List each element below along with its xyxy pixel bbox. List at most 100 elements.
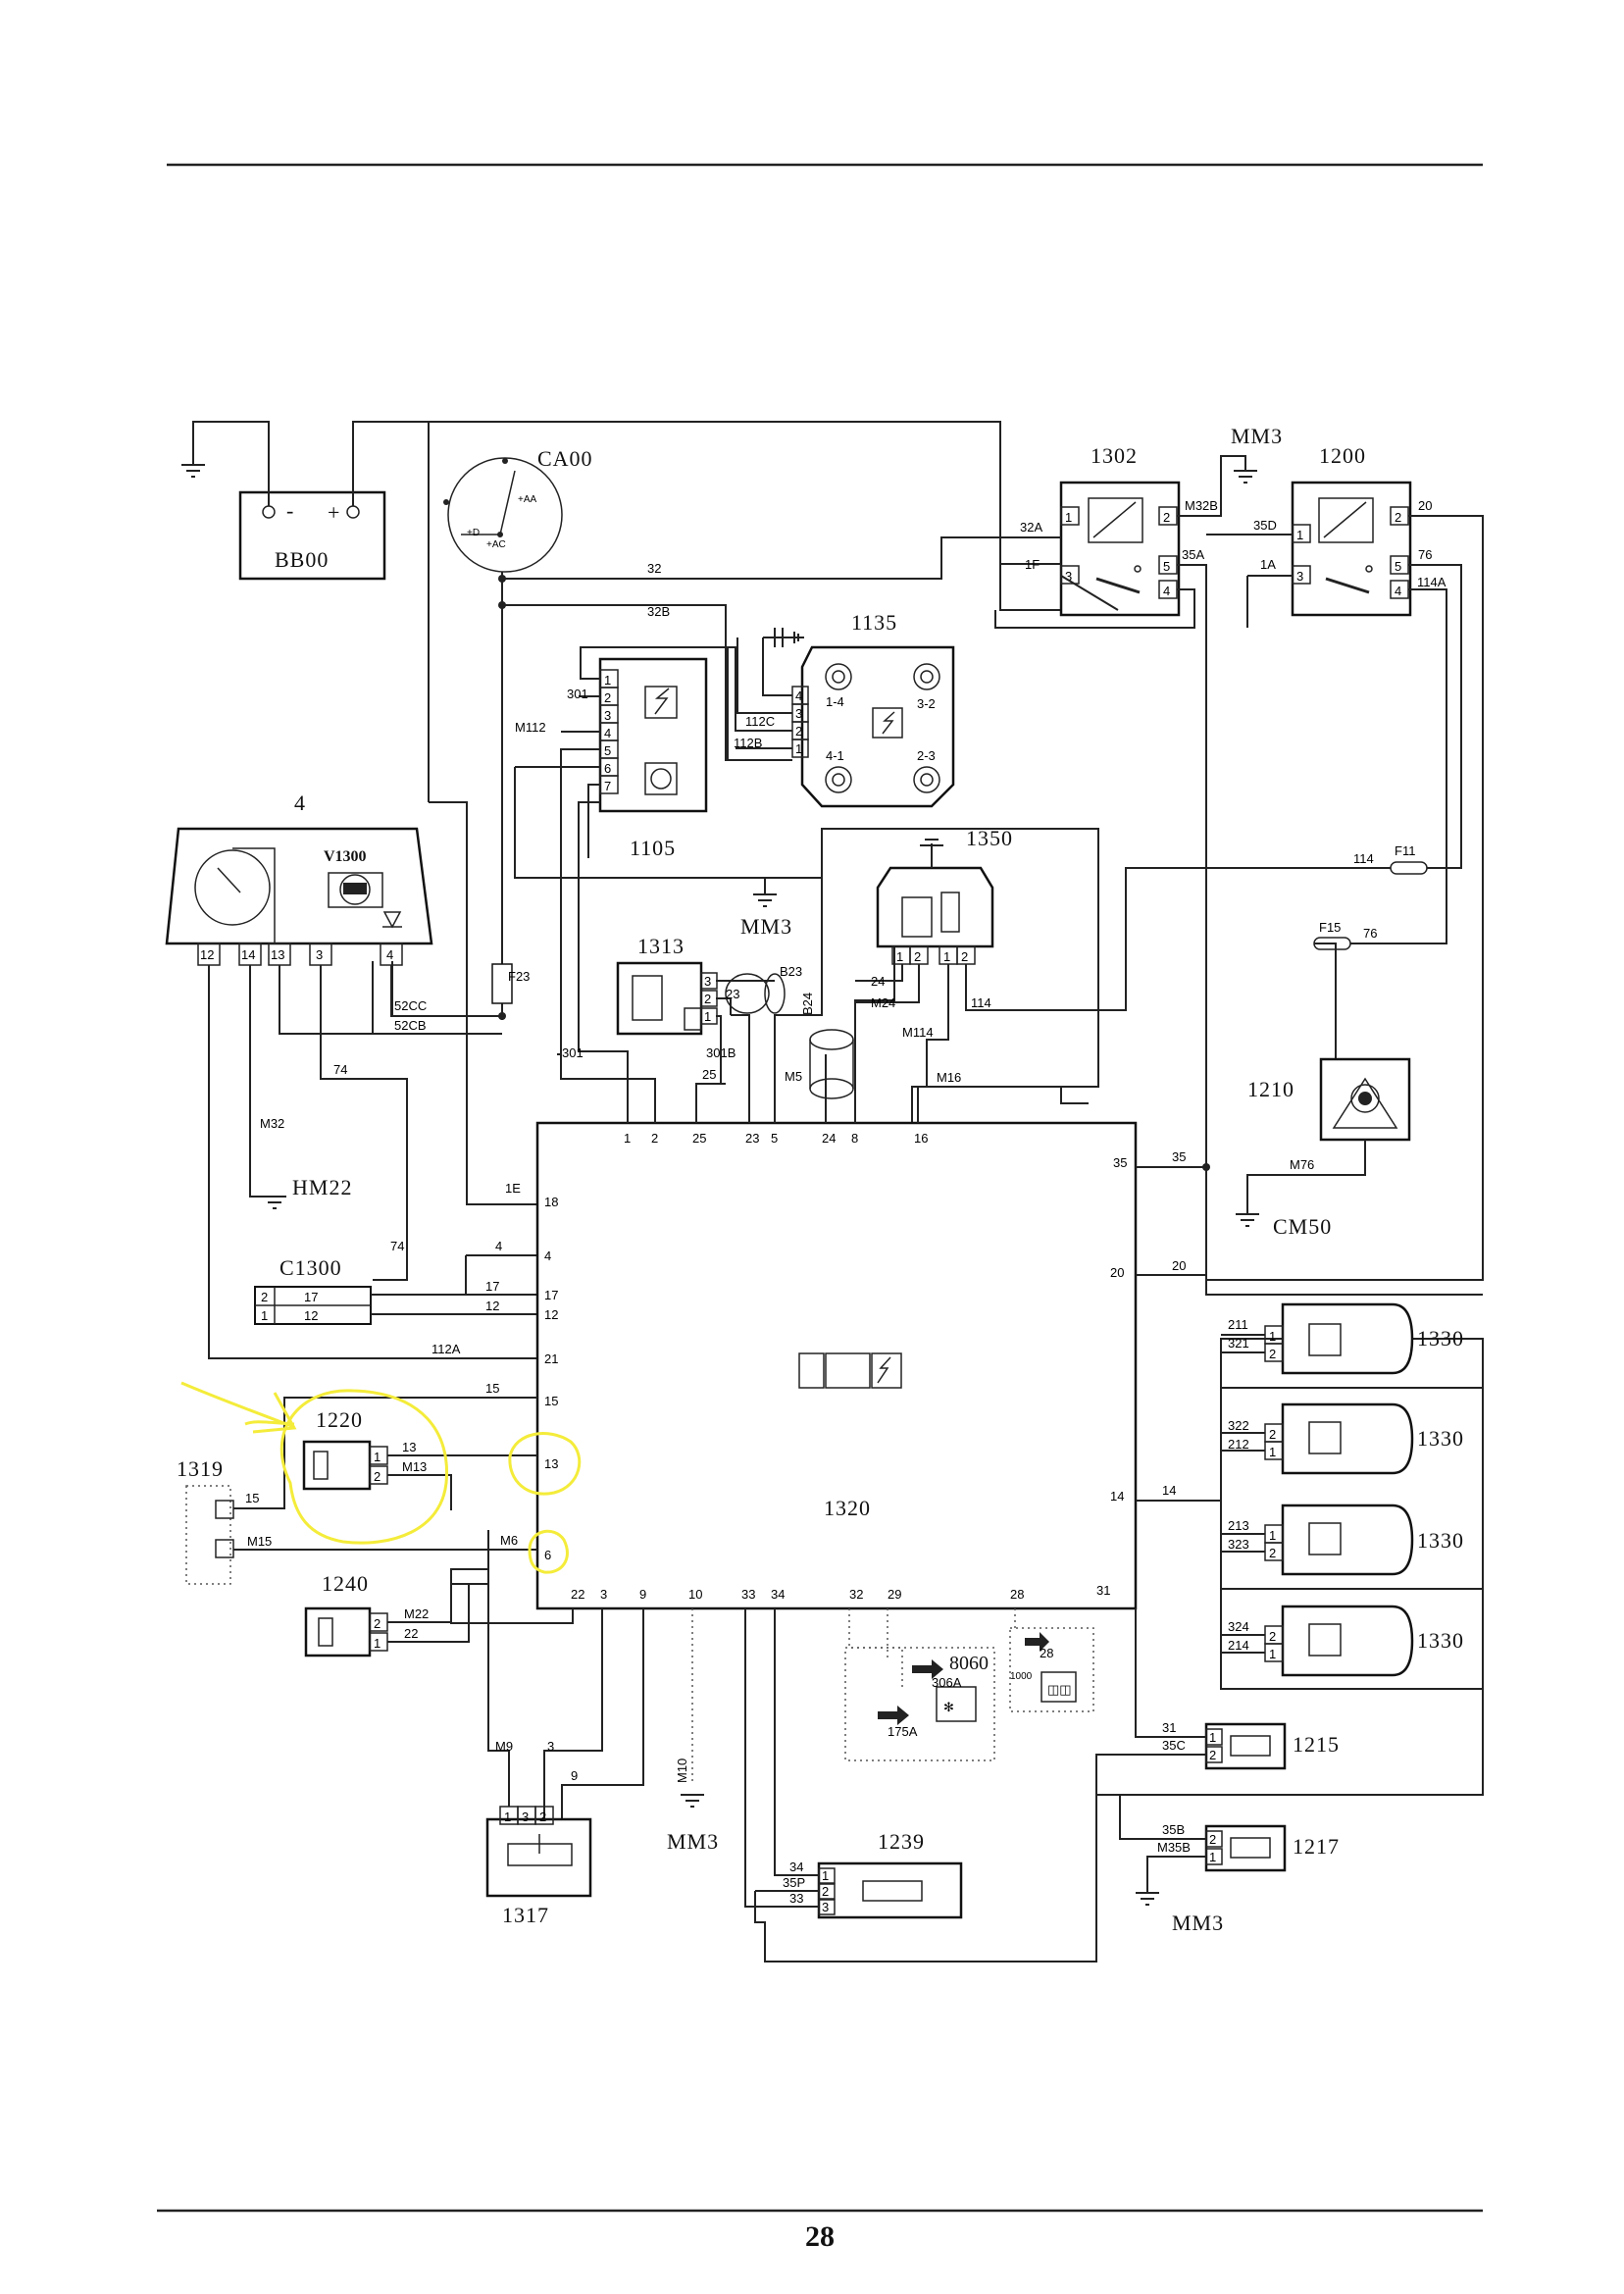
ignition-coil-1135: 1-4 3-2 4-1 2-3 4 3 2 1 1135 <box>791 610 955 808</box>
svg-text:212: 212 <box>1228 1437 1249 1452</box>
sensor-1240-label: 1240 <box>322 1571 369 1596</box>
svg-text:1: 1 <box>822 1868 829 1883</box>
svg-text:76: 76 <box>1363 926 1377 941</box>
svg-text:52CB: 52CB <box>394 1018 427 1033</box>
svg-text:M76: M76 <box>1290 1157 1314 1172</box>
svg-text:32: 32 <box>849 1587 863 1602</box>
svg-text:22: 22 <box>404 1626 418 1641</box>
ecu-left-pins: 18 4 17 12 21 15 13 6 <box>544 1195 558 1562</box>
svg-text:2-3: 2-3 <box>917 748 936 763</box>
svg-text:4: 4 <box>495 1239 502 1253</box>
svg-text:2: 2 <box>795 724 802 739</box>
svg-text:213: 213 <box>1228 1518 1249 1533</box>
svg-text:7: 7 <box>604 779 611 793</box>
svg-text:35A: 35A <box>1182 547 1204 562</box>
svg-text:M9: M9 <box>495 1739 513 1754</box>
svg-text:1: 1 <box>261 1308 268 1323</box>
svg-text:1: 1 <box>1209 1730 1216 1745</box>
sensor-1319-label: 1319 <box>177 1456 224 1481</box>
svg-text:323: 323 <box>1228 1537 1249 1552</box>
sensor-1220-label: 1220 <box>316 1407 363 1432</box>
svg-text:1: 1 <box>1269 1528 1276 1543</box>
hm22-label: HM22 <box>292 1175 352 1199</box>
ignition-switch-ca00: CA00 +AA +D +AC <box>443 446 593 573</box>
svg-text:2: 2 <box>1269 1546 1276 1560</box>
svg-text:3-2: 3-2 <box>917 696 936 711</box>
svg-text:35D: 35D <box>1253 518 1277 533</box>
svg-text:114A: 114A <box>1417 575 1446 589</box>
svg-text:2: 2 <box>1209 1748 1216 1762</box>
svg-text:1330: 1330 <box>1417 1426 1464 1451</box>
svg-text:2: 2 <box>1163 510 1170 525</box>
svg-text:4: 4 <box>1395 584 1401 598</box>
svg-text:17: 17 <box>485 1279 499 1294</box>
svg-text:31: 31 <box>1096 1583 1110 1598</box>
svg-text:1A: 1A <box>1260 557 1276 572</box>
svg-text:34: 34 <box>771 1587 785 1602</box>
svg-text:32B: 32B <box>647 604 670 619</box>
svg-text:2: 2 <box>604 690 611 705</box>
cm50-label: CM50 <box>1273 1214 1332 1239</box>
svg-text:1: 1 <box>943 949 950 964</box>
svg-text:M5: M5 <box>785 1069 802 1084</box>
svg-text:9: 9 <box>639 1587 646 1602</box>
svg-text:14: 14 <box>241 947 255 962</box>
svg-text:35C: 35C <box>1162 1738 1186 1753</box>
ignition-label: CA00 <box>537 446 593 471</box>
v1300-label: V1300 <box>324 848 367 865</box>
svg-text:3: 3 <box>604 708 611 723</box>
svg-text:76: 76 <box>1418 547 1432 562</box>
svg-text:15: 15 <box>245 1491 259 1505</box>
svg-text:M112: M112 <box>515 720 546 735</box>
svg-text:1: 1 <box>374 1636 381 1651</box>
mm3-bot2-label: MM3 <box>1172 1911 1224 1935</box>
svg-text:M22: M22 <box>404 1606 429 1621</box>
svg-text:4: 4 <box>1163 584 1170 598</box>
svg-text:1: 1 <box>604 673 611 688</box>
sensor-1313-label: 1313 <box>637 934 685 958</box>
battery-bb00: - + BB00 <box>238 490 386 581</box>
mm3-mid-label: MM3 <box>740 914 792 939</box>
svg-text:25: 25 <box>702 1067 716 1082</box>
svg-text:3: 3 <box>316 947 323 962</box>
valve-1239: 1 2 3 1239 <box>817 1829 963 1919</box>
svg-text:M32: M32 <box>260 1116 284 1131</box>
svg-text:2: 2 <box>1209 1832 1216 1847</box>
svg-text:112C: 112C <box>745 714 775 729</box>
svg-text:112A: 112A <box>431 1342 461 1356</box>
svg-text:4: 4 <box>604 726 611 740</box>
svg-text:4: 4 <box>386 947 393 962</box>
svg-text:3: 3 <box>822 1900 829 1914</box>
svg-text:M35B: M35B <box>1157 1840 1191 1855</box>
fan-1210: 1210 <box>1247 1057 1411 1142</box>
svg-text:1: 1 <box>795 741 802 756</box>
svg-text:24: 24 <box>871 974 885 989</box>
sensor-1319: 1319 <box>177 1456 234 1585</box>
connector-c1300: 21 17 12 C1300 <box>254 1255 372 1325</box>
ecu-bottom-pins: 22 3 9 10 33 34 32 29 28 31 <box>571 1583 1110 1602</box>
module-1105-label: 1105 <box>630 836 676 860</box>
svg-text:M114: M114 <box>902 1025 934 1040</box>
fan-1210-label: 1210 <box>1247 1077 1294 1101</box>
sensor-1220: 1 2 1220 <box>302 1407 388 1491</box>
page-number: 28 <box>805 2220 835 2253</box>
pot-1317-label: 1317 <box>502 1903 549 1927</box>
svg-text:1330: 1330 <box>1417 1628 1464 1653</box>
svg-text:1: 1 <box>704 1009 711 1024</box>
svg-text:2: 2 <box>914 949 921 964</box>
svg-text:15: 15 <box>544 1394 558 1408</box>
ecu-label: 1320 <box>824 1496 871 1520</box>
sensor-1350-label: 1350 <box>966 826 1013 850</box>
svg-text:2: 2 <box>1395 510 1401 525</box>
svg-text:5: 5 <box>1395 559 1401 574</box>
relay-1302: 1 3 2 5 4 1302 <box>1059 443 1181 617</box>
svg-text:+: + <box>328 500 340 525</box>
valve-1217: 2 1 1217 <box>1204 1824 1339 1872</box>
svg-text:5: 5 <box>604 743 611 758</box>
svg-text:3: 3 <box>1296 569 1303 584</box>
ignition-module-1105: 1 2 3 4 5 6 7 1105 <box>598 657 708 860</box>
svg-text:B23: B23 <box>780 964 802 979</box>
svg-text:321: 321 <box>1228 1336 1249 1351</box>
svg-text:35P: 35P <box>783 1875 805 1890</box>
